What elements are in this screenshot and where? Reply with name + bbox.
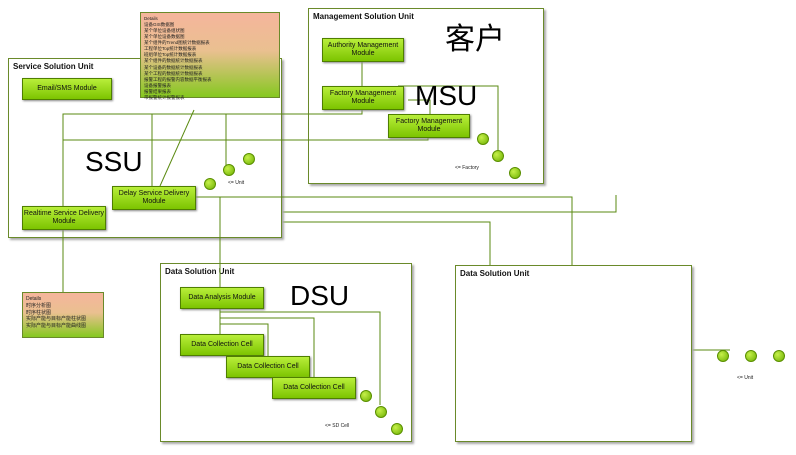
factory-management-module[interactable]: Factory Management Module — [322, 86, 404, 110]
customer-label: 客户 — [445, 23, 505, 56]
factory-node[interactable] — [509, 167, 521, 179]
note-line: 工程单位Top统计数据报表 — [144, 46, 197, 52]
unit-title: Data Solution Unit — [460, 269, 530, 278]
details-note: Details 设备GIS数据图某个单位设备组状图某个单位设备数据图某个组件的T… — [140, 12, 280, 101]
note-line: 报警工程的报警内容数据平衡报表 — [144, 76, 212, 82]
ssu-label: SSU — [85, 146, 143, 177]
data-collection-cell[interactable]: Data Collection Cell — [180, 334, 264, 356]
unit-title: Service Solution Unit — [13, 62, 94, 71]
unit-node[interactable] — [204, 178, 216, 190]
note-title: Details — [26, 296, 42, 302]
data-analysis-module[interactable]: Data Analysis Module — [180, 287, 264, 309]
note-lines: 设备GIS数据图某个单位设备组状图某个单位设备数据图某个组件的Trend图统计数… — [144, 22, 276, 101]
note-line: 带报警统计报警报表 — [144, 94, 185, 100]
unit-node[interactable] — [243, 153, 255, 165]
note-line: 某个单位设备数据图 — [144, 34, 185, 40]
delay-service-delivery-module[interactable]: Delay Service Delivery Module — [112, 186, 196, 210]
unit-label: <= Unit — [228, 180, 245, 186]
email-sms-module[interactable]: Email/SMS Module — [22, 78, 112, 100]
authority-management-module[interactable]: Authority Management Module — [322, 38, 404, 62]
dsu-label: DSU — [290, 280, 350, 311]
factory-label: <= Factory — [455, 165, 479, 171]
factory-node[interactable] — [492, 150, 504, 162]
cell-label: <= SD Cell — [325, 423, 350, 429]
note-line: 时序分析图 — [26, 302, 52, 309]
cell-node[interactable] — [360, 390, 372, 402]
note-line: 某个工程的数据统计数据报表 — [144, 70, 203, 76]
factory-management-module-2[interactable]: Factory Management Module — [388, 114, 470, 138]
note-line: 班组单位Top统计数据报表 — [144, 52, 197, 58]
unit-node[interactable] — [773, 350, 785, 362]
note-line: 某个设备的数据统计数据报表 — [144, 64, 203, 70]
note-line: 实际产能与目标产能柱状图 — [26, 316, 87, 323]
note-line: 某个单位设备组状图 — [144, 28, 185, 34]
note-line: 某个组件的数据统计数据报表 — [144, 58, 203, 64]
unit-node[interactable] — [745, 350, 757, 362]
unit-node[interactable] — [717, 350, 729, 362]
details-note-2: Details 时序分析图时序柱状图实际产能与目标产能柱状图实际产能与目标产能曲… — [22, 292, 104, 338]
data-collection-cell[interactable]: Data Collection Cell — [226, 356, 310, 378]
note-line: 报警结果报表 — [144, 88, 171, 94]
cell-node[interactable] — [391, 423, 403, 435]
unit-title: Data Solution Unit — [165, 267, 235, 276]
unit-node[interactable] — [223, 164, 235, 176]
cell-node[interactable] — [375, 406, 387, 418]
unit-title: Management Solution Unit — [313, 12, 414, 21]
data-collection-cell[interactable]: Data Collection Cell — [272, 377, 356, 399]
note-line: 时序柱状图 — [26, 309, 52, 316]
note-lines: 时序分析图时序柱状图实际产能与目标产能柱状图实际产能与目标产能曲线图 — [26, 303, 100, 330]
note-line: 实际产能与目标产能曲线图 — [26, 323, 87, 329]
realtime-service-delivery-module[interactable]: Realtime Service Delivery Module — [22, 206, 106, 230]
note-line: 设备报警报表 — [144, 82, 171, 88]
data-solution-unit-2[interactable]: Data Solution Unit — [455, 265, 692, 442]
msu-label: MSU — [415, 80, 478, 111]
note-title: Details — [144, 16, 158, 21]
factory-node[interactable] — [477, 133, 489, 145]
unit-label: <= Unit — [737, 375, 754, 381]
note-line: 某个组件的Trend图统计数据报表 — [144, 40, 210, 46]
note-line: 设备GIS数据图 — [144, 22, 175, 28]
